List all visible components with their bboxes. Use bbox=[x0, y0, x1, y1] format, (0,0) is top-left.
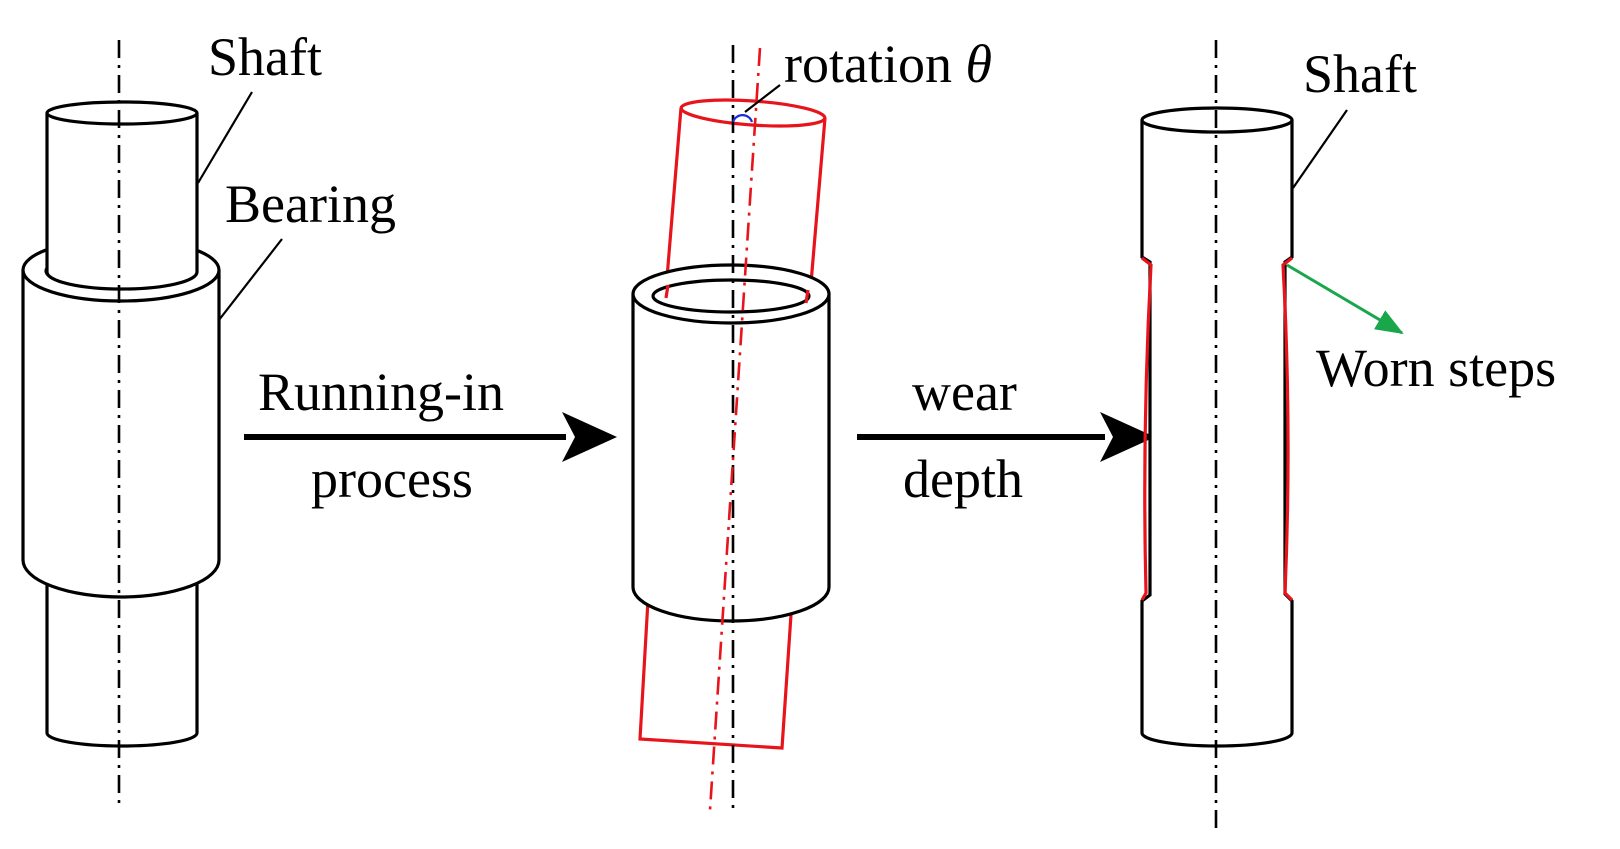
stage-rotated: rotation θ bbox=[631, 34, 992, 811]
rotated-shaft-lower bbox=[638, 599, 794, 750]
left-shaft-lower bbox=[45, 570, 199, 748]
left-shaft-upper bbox=[45, 113, 199, 291]
rotation-theta-symbol: θ bbox=[965, 34, 992, 94]
rotation-label-text: rotation bbox=[784, 34, 965, 94]
running-in-label-line1: Running-in bbox=[258, 362, 504, 422]
worn-steps-arrow bbox=[1286, 263, 1404, 335]
left-bearing-body bbox=[21, 270, 221, 599]
worn-profile-left bbox=[1140, 256, 1153, 601]
stage-initial: Shaft Bearing bbox=[21, 27, 396, 808]
shaft-left-label: Shaft bbox=[208, 27, 322, 87]
wear-arrowhead bbox=[1100, 412, 1155, 462]
running-in-arrow-group: Running-in process bbox=[244, 362, 617, 509]
wear-label-line2: depth bbox=[903, 449, 1023, 509]
middle-rotated-axis bbox=[708, 47, 762, 811]
stage-worn: Shaft Worn steps bbox=[1140, 40, 1556, 830]
worn-steps-label: Worn steps bbox=[1316, 338, 1556, 398]
shaft-left-leader bbox=[197, 91, 253, 184]
left-shaft-top bbox=[45, 100, 199, 126]
shaft-right-leader bbox=[1292, 109, 1348, 189]
bearing-leader bbox=[218, 238, 283, 321]
bearing-label: Bearing bbox=[225, 174, 396, 234]
running-in-arrowhead bbox=[562, 412, 617, 462]
shaft-right-label: Shaft bbox=[1303, 44, 1417, 104]
wear-arrow-group: wear depth bbox=[857, 362, 1155, 509]
rotation-label: rotation θ bbox=[784, 34, 992, 94]
rotated-shaft-top bbox=[679, 98, 827, 128]
middle-bearing-body bbox=[631, 294, 831, 623]
rotated-shaft-in-bore bbox=[664, 284, 810, 304]
worn-profile-right bbox=[1281, 256, 1294, 602]
rotation-angle-arc bbox=[731, 114, 754, 123]
wear-label-line1: wear bbox=[912, 362, 1017, 422]
running-in-label-line2: process bbox=[311, 449, 473, 509]
rotation-leader bbox=[744, 84, 781, 113]
middle-bearing-bore bbox=[651, 278, 811, 314]
